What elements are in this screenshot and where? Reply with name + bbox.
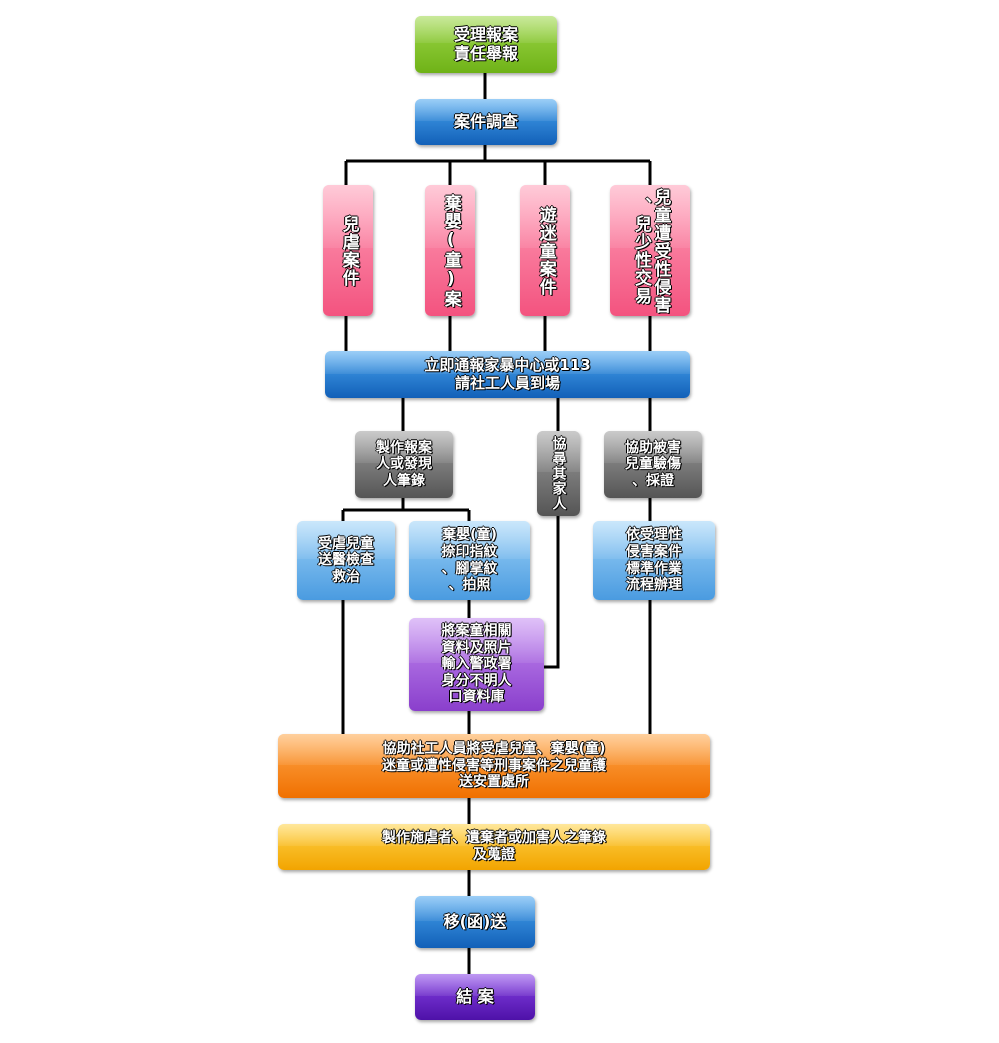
abandoned-child-case-label: 棄嬰(童)案 [440, 193, 461, 308]
record-statement-label: 製作報案 人或發現 人筆錄 [376, 439, 432, 489]
find-family-label: 協尋其家人 [550, 436, 567, 511]
fingerprint-photo-label: 棄嬰(童) 捺印指紋 、腳掌紋 、拍照 [441, 527, 498, 594]
find-family-box: 協尋其家人 [537, 431, 580, 516]
report-receive-label: 受理報案 責任舉報 [453, 24, 518, 63]
child-abuse-case-box: 兒虐案件 [323, 185, 373, 316]
assist-victim-label: 協助被害 兒童驗傷 、採證 [625, 439, 681, 489]
sexual-case-procedure-box: 依受理性 侵害案件 標準作業 流程辦理 [593, 521, 715, 600]
lost-child-case-label: 遊迷童案件 [535, 205, 556, 296]
record-statement-box: 製作報案 人或發現 人筆錄 [355, 431, 453, 498]
sexual-assault-case-label: 兒童遭受性侵害 、兒少性交易 [631, 187, 671, 314]
fingerprint-photo-box: 棄嬰(童) 捺印指紋 、腳掌紋 、拍照 [409, 521, 530, 600]
lost-child-case-box: 遊迷童案件 [520, 185, 570, 316]
shelter-escort-label: 協助社工人員將受虐兒童、棄嬰(童) 迷童或遭性侵害等刑事案件之兒童護 送安置處所 [382, 741, 606, 791]
sexual-case-procedure-label: 依受理性 侵害案件 標準作業 流程辦理 [626, 527, 682, 594]
sexual-assault-case-box: 兒童遭受性侵害 、兒少性交易 [610, 185, 690, 316]
report-receive-box: 受理報案 責任舉報 [415, 16, 557, 73]
case-closed-label: 結 案 [456, 986, 494, 1006]
notify-center-label: 立即通報家暴中心或113 請社工人員到場 [424, 355, 591, 392]
notify-center-box: 立即通報家暴中心或113 請社工人員到場 [325, 351, 690, 398]
abandoned-child-case-box: 棄嬰(童)案 [425, 185, 475, 316]
shelter-escort-box: 協助社工人員將受虐兒童、棄嬰(童) 迷童或遭性侵害等刑事案件之兒童護 送安置處所 [278, 734, 710, 798]
transfer-box: 移(函)送 [415, 896, 535, 948]
transfer-label: 移(函)送 [443, 911, 507, 931]
assist-victim-box: 協助被害 兒童驗傷 、採證 [604, 431, 702, 498]
case-investigation-box: 案件調查 [415, 99, 557, 145]
child-abuse-case-label: 兒虐案件 [338, 214, 359, 287]
case-closed-box: 結 案 [415, 974, 535, 1020]
medical-treatment-box: 受虐兒童 送醫檢查 救治 [297, 521, 395, 600]
database-input-label: 將案童相關 資料及照片 輸入警政署 身分不明人 口資料庫 [441, 623, 512, 706]
evidence-record-label: 製作施虐者、遺棄者或加害人之筆錄 及蒐證 [382, 830, 606, 863]
case-investigation-label: 案件調查 [453, 111, 518, 131]
database-input-box: 將案童相關 資料及照片 輸入警政署 身分不明人 口資料庫 [409, 618, 544, 711]
medical-treatment-label: 受虐兒童 送醫檢查 救治 [318, 535, 374, 585]
evidence-record-box: 製作施虐者、遺棄者或加害人之筆錄 及蒐證 [278, 824, 710, 870]
